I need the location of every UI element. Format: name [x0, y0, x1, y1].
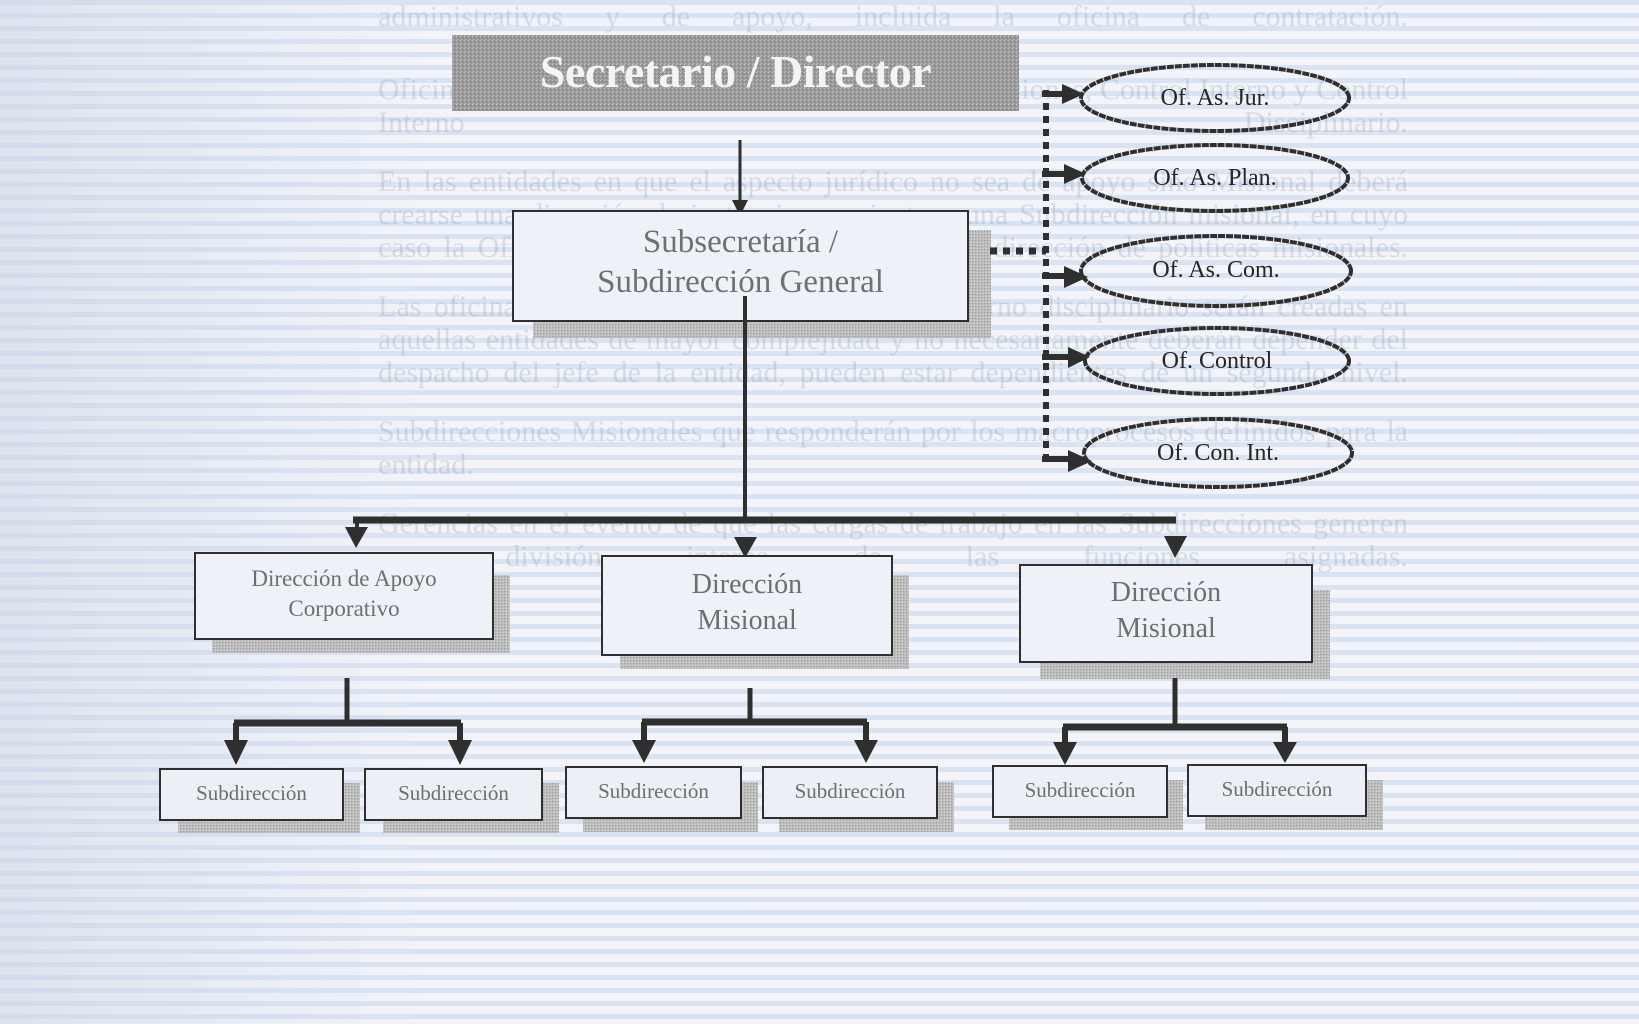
subdirection-box [159, 768, 344, 821]
subdirection-boxes [159, 764, 1367, 821]
direction-box-misional-1 [601, 555, 893, 656]
oval-label-jur: Of. As. Jur. [1160, 85, 1270, 111]
oval-plan [1080, 143, 1350, 213]
direction-box-misional-2 [1019, 564, 1313, 663]
oval-conint [1082, 417, 1354, 489]
subdirection-label: Subdirección [598, 779, 709, 803]
arrowhead-icon [345, 527, 368, 548]
subdirection-box [1187, 764, 1367, 817]
direction-box-apoyo [194, 552, 494, 640]
direction-misional-1-line2: Misional [697, 605, 797, 636]
direction-misional-2-line1: Dirección [1110, 577, 1222, 608]
subdirection-label: Subdirección [1221, 777, 1333, 801]
oval-label-control: Of. Control [1161, 348, 1273, 374]
arrowhead-icon [734, 537, 757, 558]
oval-label-com: Of. As. Com. [1152, 257, 1280, 283]
subdirection-label: Subdirección [1024, 778, 1136, 802]
oval-com [1079, 234, 1353, 308]
direction-misional-1-line1: Dirección [691, 569, 803, 600]
subdirection-label: Subdirección [196, 781, 307, 805]
advisory-ovals [1079, 63, 1354, 489]
subdirection-box [364, 768, 543, 821]
direction-apoyo-line1: Dirección de Apoyo [251, 566, 437, 591]
arrowhead-icon [1164, 536, 1187, 558]
second-box [512, 210, 969, 322]
second-box-line1: Subsecretaría / [642, 224, 839, 260]
subtree-arrowheads [224, 740, 1297, 765]
advisory-arrows [1042, 84, 1092, 472]
subdirection-box [992, 765, 1168, 818]
direction-apoyo-line2: Corporativo [288, 596, 400, 621]
subtree-connectors [233, 678, 1288, 747]
arrowhead-icon [732, 200, 748, 216]
oval-label-plan: Of. As. Plan. [1153, 165, 1277, 191]
subdirection-box [762, 766, 938, 819]
subdirection-label: Subdirección [794, 779, 906, 803]
oval-jur [1079, 63, 1351, 133]
direction-misional-2-line2: Misional [1116, 613, 1216, 644]
oval-label-conint: Of. Con. Int. [1157, 440, 1279, 466]
top-box [452, 35, 1019, 111]
oval-control [1083, 326, 1351, 396]
top-box-label: Secretario / Director [539, 46, 932, 97]
second-box-line2: Subdirección General [597, 264, 884, 300]
subdirection-box [565, 766, 742, 819]
subdirection-label: Subdirección [398, 781, 509, 805]
